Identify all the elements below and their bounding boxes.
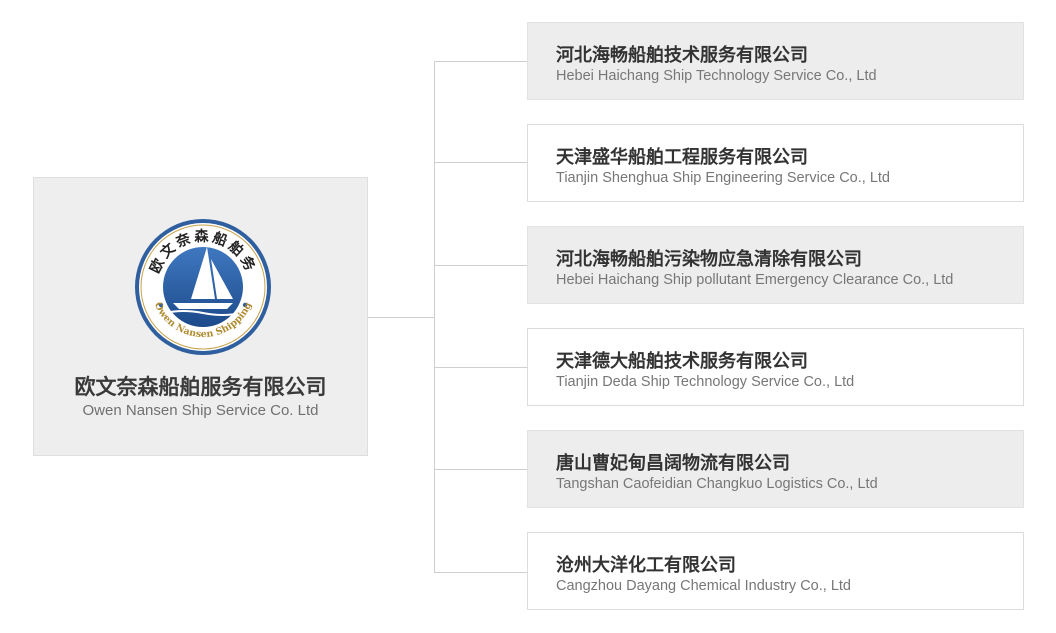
- subsidiary-name-zh: 河北海畅船舶污染物应急清除有限公司: [556, 249, 862, 270]
- subsidiary-name-en: Tangshan Caofeidian Changkuo Logistics C…: [556, 476, 878, 492]
- subsidiary-card: 河北海畅船舶技术服务有限公司 Hebei Haichang Ship Techn…: [527, 22, 1024, 100]
- subsidiary-card: 天津德大船舶技术服务有限公司 Tianjin Deda Ship Technol…: [527, 328, 1024, 406]
- subsidiary-name-en: Cangzhou Dayang Chemical Industry Co., L…: [556, 578, 851, 594]
- subsidiary-card: 河北海畅船舶污染物应急清除有限公司 Hebei Haichang Ship po…: [527, 226, 1024, 304]
- subsidiary-name-en: Hebei Haichang Ship pollutant Emergency …: [556, 272, 954, 288]
- subsidiary-name-zh: 沧州大洋化工有限公司: [556, 555, 736, 576]
- subsidiary-name-zh: 天津盛华船舶工程服务有限公司: [556, 147, 808, 168]
- subsidiary-card: 唐山曹妃甸昌阔物流有限公司 Tangshan Caofeidian Changk…: [527, 430, 1024, 508]
- subsidiary-name-en: Tianjin Shenghua Ship Engineering Servic…: [556, 170, 890, 186]
- parent-company-card: 欧文奈森船舶务 Owen Nansen Shipping 欧文奈森船舶服务有限公…: [33, 177, 368, 456]
- subsidiary-name-zh: 河北海畅船舶技术服务有限公司: [556, 45, 808, 66]
- subsidiary-name-en: Hebei Haichang Ship Technology Service C…: [556, 68, 877, 84]
- subsidiary-name-zh: 唐山曹妃甸昌阔物流有限公司: [556, 453, 790, 474]
- parent-company-name-en: Owen Nansen Ship Service Co. Ltd: [82, 402, 319, 419]
- subsidiary-card: 沧州大洋化工有限公司 Cangzhou Dayang Chemical Indu…: [527, 532, 1024, 610]
- sailboat-logo-icon: 欧文奈森船舶务 Owen Nansen Shipping: [135, 219, 271, 355]
- subsidiary-name-zh: 天津德大船舶技术服务有限公司: [556, 351, 808, 372]
- parent-company-name-zh: 欧文奈森船舶服务有限公司: [74, 375, 327, 399]
- subsidiary-card: 天津盛华船舶工程服务有限公司 Tianjin Shenghua Ship Eng…: [527, 124, 1024, 202]
- subsidiary-name-en: Tianjin Deda Ship Technology Service Co.…: [556, 374, 855, 390]
